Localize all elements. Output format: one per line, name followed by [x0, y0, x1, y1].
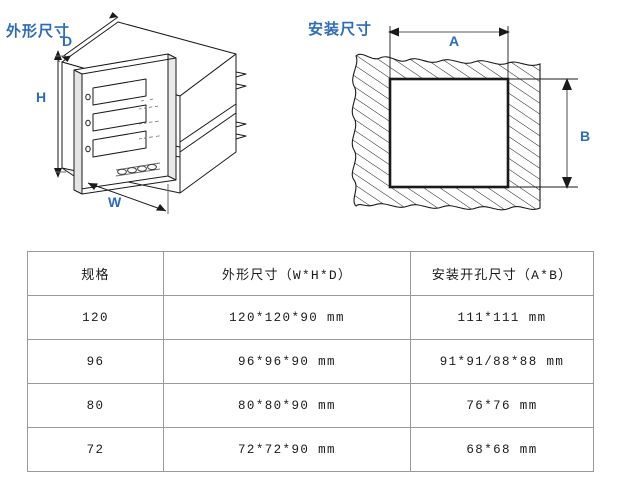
display-window-2: [92, 104, 147, 132]
cell-outline: 120*120*90 mm: [163, 295, 411, 340]
cell-cutout: 91*91/88*88 mm: [410, 339, 594, 384]
table-row: 120 120*120*90 mm 111*111 mm: [27, 295, 594, 340]
indicator-led-3: [85, 145, 91, 153]
dimension-label-b: B: [580, 128, 591, 144]
terminal-tabs: [235, 71, 247, 140]
cell-outline: 96*96*90 mm: [163, 339, 411, 384]
header-size: 规格: [27, 251, 164, 296]
cell-outline: 80*80*90 mm: [163, 383, 411, 428]
dimension-a: [388, 27, 510, 37]
table-header-row: 规格 外形尺寸（W*H*D） 安装开孔尺寸（A*B）: [27, 251, 594, 296]
cell-cutout: 111*111 mm: [410, 295, 594, 340]
specification-table: 规格 外形尺寸（W*H*D） 安装开孔尺寸（A*B） 120 120*120*9…: [27, 251, 594, 472]
button-strip: [115, 162, 161, 177]
cutout-opening: [388, 77, 510, 189]
cell-cutout: 76*76 mm: [410, 383, 594, 428]
dimension-label-d: D: [62, 33, 73, 49]
dimension-label-h: H: [36, 89, 47, 105]
cell-size: 96: [27, 339, 164, 384]
cell-size: 120: [27, 295, 164, 340]
cell-size: 72: [27, 427, 164, 472]
dimension-h: [54, 50, 66, 178]
dimension-w: [87, 182, 169, 214]
table-row: 72 72*72*90 mm 68*68 mm: [27, 427, 594, 472]
unit-legend-marks: [138, 98, 160, 140]
dimension-b: [562, 78, 572, 189]
display-window-3: [92, 130, 147, 158]
panel-break-outline: [351, 53, 541, 211]
cell-outline: 72*72*90 mm: [163, 427, 411, 472]
indicator-led-1: [85, 93, 91, 101]
mounting-diagram-heading: 安装尺寸: [308, 21, 373, 38]
dimension-label-w: W: [108, 194, 122, 210]
outline-diagram-heading: 外形尺寸: [6, 23, 71, 40]
extension-lines: [389, 26, 578, 188]
panel-button-3: [137, 165, 147, 172]
indicator-led-2: [85, 119, 91, 127]
table-row: 96 96*96*90 mm 91*91/88*88 mm: [27, 339, 594, 384]
panel-button-1: [117, 168, 127, 175]
display-window-group: [92, 78, 147, 158]
header-cutout-dim: 安装开孔尺寸（A*B）: [410, 251, 594, 296]
cell-size: 80: [27, 383, 164, 428]
cell-cutout: 68*68 mm: [410, 427, 594, 472]
display-window-1: [92, 78, 147, 106]
dimension-label-a: A: [449, 33, 460, 49]
indicator-led-group: [85, 93, 91, 153]
panel-button-4: [147, 163, 157, 171]
panel-button-2: [127, 167, 137, 174]
panel-cutaway: [352, 54, 540, 210]
table-row: 80 80*80*90 mm 76*76 mm: [27, 383, 594, 428]
header-outline-dim: 外形尺寸（W*H*D）: [163, 251, 411, 296]
